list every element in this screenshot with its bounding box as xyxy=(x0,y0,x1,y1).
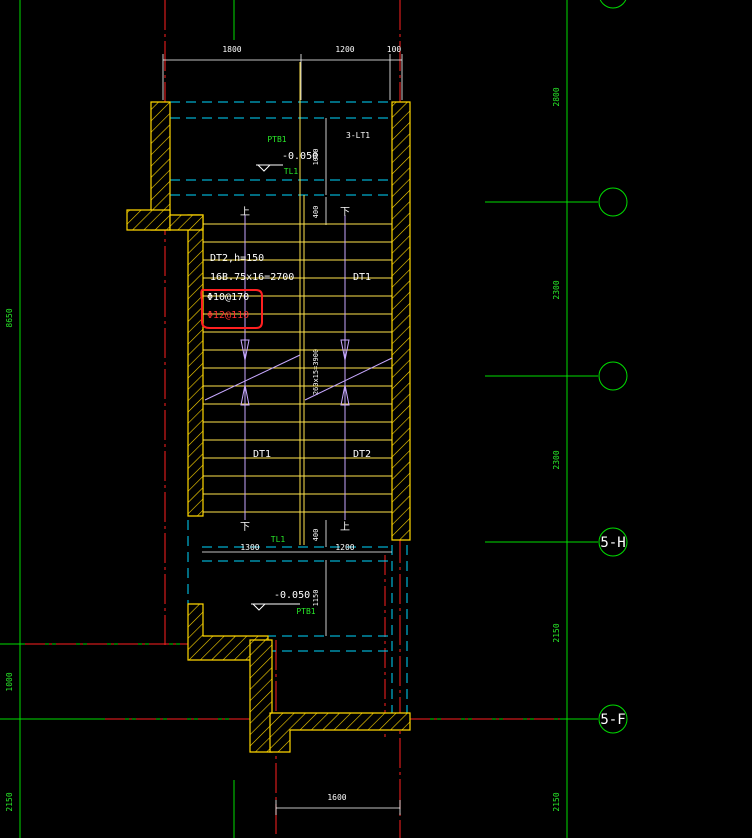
direction-arrows xyxy=(204,215,393,520)
dim-lower-landing: 1150 xyxy=(312,590,320,607)
walls xyxy=(126,101,411,753)
label-ptb-bottom: PTB1 xyxy=(296,607,315,616)
axis-bubble-1 xyxy=(598,187,628,217)
dim-left-bottom: 2150 xyxy=(5,792,14,811)
dim-right-5: 2150 xyxy=(552,792,561,811)
dim-flight: 260x15=3900 xyxy=(312,349,320,395)
dim-top-1800: 1800 xyxy=(222,45,241,54)
label-dt1-right: DT1 xyxy=(353,272,371,283)
label-dt1-left: DT1 xyxy=(253,449,271,460)
label-tl-top: TL1 xyxy=(284,167,299,176)
label-up-right: 上 xyxy=(340,521,350,533)
label-up-left: 上 xyxy=(240,206,250,218)
wall-left-mid xyxy=(187,214,204,517)
wall-right xyxy=(391,101,411,541)
red-center-lines xyxy=(25,0,560,838)
dim-top-1200: 1200 xyxy=(335,45,354,54)
dim-top-100: 100 xyxy=(387,45,402,54)
cyan-dashed-lines xyxy=(170,101,408,715)
axis-bubbles xyxy=(598,0,628,734)
dim-right-4: 2150 xyxy=(552,623,561,642)
wall-left-stub xyxy=(126,209,171,231)
dim-bottom-1600: 1600 xyxy=(327,793,346,802)
label-rebar-1: Φ10@170 xyxy=(207,292,249,303)
dim-upper-step: 400 xyxy=(312,206,320,219)
axis-label-5f: 5-F xyxy=(600,712,625,728)
label-dt2-right: DT2 xyxy=(353,449,371,460)
label-dt2-h: DT2,h=150 xyxy=(210,253,264,264)
axis-lines xyxy=(0,0,598,838)
dim-left-total: 8650 xyxy=(5,308,14,327)
label-rebar-2: Φ12@110 xyxy=(207,310,249,321)
label-down-right: 下 xyxy=(340,207,350,218)
dim-lines xyxy=(162,54,403,815)
axis-bubble-2 xyxy=(598,361,628,391)
wall-bottom xyxy=(269,712,411,753)
label-tl-bottom: TL1 xyxy=(271,535,286,544)
wall-lower-step xyxy=(249,639,273,753)
label-steps: 16B.75x16=2700 xyxy=(210,272,294,283)
elevation-symbol-bottom xyxy=(251,603,300,611)
axis-bubble-5h xyxy=(598,527,628,557)
label-down-left: 下 xyxy=(240,522,250,533)
label-elev-top: -0.050 xyxy=(282,151,318,162)
label-elev-bottom: -0.050 xyxy=(274,590,310,601)
axis-bubble-5f xyxy=(598,704,628,734)
dim-landing-1200: 1200 xyxy=(335,543,354,552)
dim-right-2: 2300 xyxy=(552,280,561,299)
dim-landing-1300: 1300 xyxy=(240,543,259,552)
rebar-highlight-box xyxy=(200,288,263,329)
dim-upper-landing: 1000 xyxy=(312,149,320,166)
label-lt: 3-LT1 xyxy=(346,131,370,140)
axis-label-5h: 5-H xyxy=(600,535,625,551)
stair-treads xyxy=(203,223,392,513)
dim-left-lower: 1000 xyxy=(5,672,14,691)
dim-lower-step: 400 xyxy=(312,529,320,542)
label-ptb-top: PTB1 xyxy=(267,135,286,144)
wall-left-lower xyxy=(187,603,269,661)
wall-left-stub2 xyxy=(169,214,204,231)
dim-right-3: 2300 xyxy=(552,450,561,469)
elevation-symbol-top xyxy=(256,164,283,172)
dim-right-1: 2800 xyxy=(552,87,561,106)
